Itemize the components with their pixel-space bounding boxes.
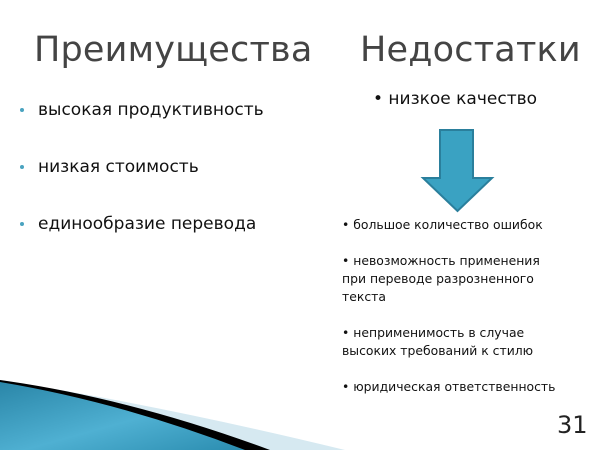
list-item: • невозможность применения при переводе …: [342, 252, 555, 306]
list-item: единообразие перевода: [18, 211, 264, 268]
list-item: высокая продуктивность: [18, 97, 264, 154]
list-item: • неприменимость в случае высоких требов…: [342, 324, 555, 360]
disadvantages-details-list: • большое количество ошибок • невозможно…: [342, 216, 555, 414]
list-item-text: при переводе разрозненного: [342, 271, 534, 286]
list-item-text: • невозможность применения: [342, 253, 540, 268]
list-item-text: • большое количество ошибок: [342, 217, 543, 232]
advantages-title: Преимущества: [34, 30, 313, 70]
list-item: • юридическая ответственность: [342, 378, 555, 396]
down-arrow-icon: [420, 129, 495, 213]
list-item: низкая стоимость: [18, 154, 264, 211]
bullet-icon: [20, 108, 24, 112]
list-item-text: текста: [342, 289, 386, 304]
advantages-list: высокая продуктивность низкая стоимость …: [18, 97, 264, 268]
bullet-icon: [20, 165, 24, 169]
list-item-text: высокая продуктивность: [38, 100, 264, 120]
list-item-text: • юридическая ответственность: [342, 379, 556, 394]
page-number: 31: [557, 411, 588, 439]
list-item-text: высоких требований к стилю: [342, 343, 534, 358]
bullet-icon: [20, 222, 24, 226]
list-item-text: единообразие перевода: [38, 214, 257, 234]
list-item-text: низкая стоимость: [38, 157, 199, 177]
disadvantages-title: Недостатки: [360, 30, 581, 70]
list-item: • большое количество ошибок: [342, 216, 555, 234]
low-quality-point: • низкое качество: [373, 89, 538, 109]
list-item-text: • неприменимость в случае: [342, 325, 525, 340]
